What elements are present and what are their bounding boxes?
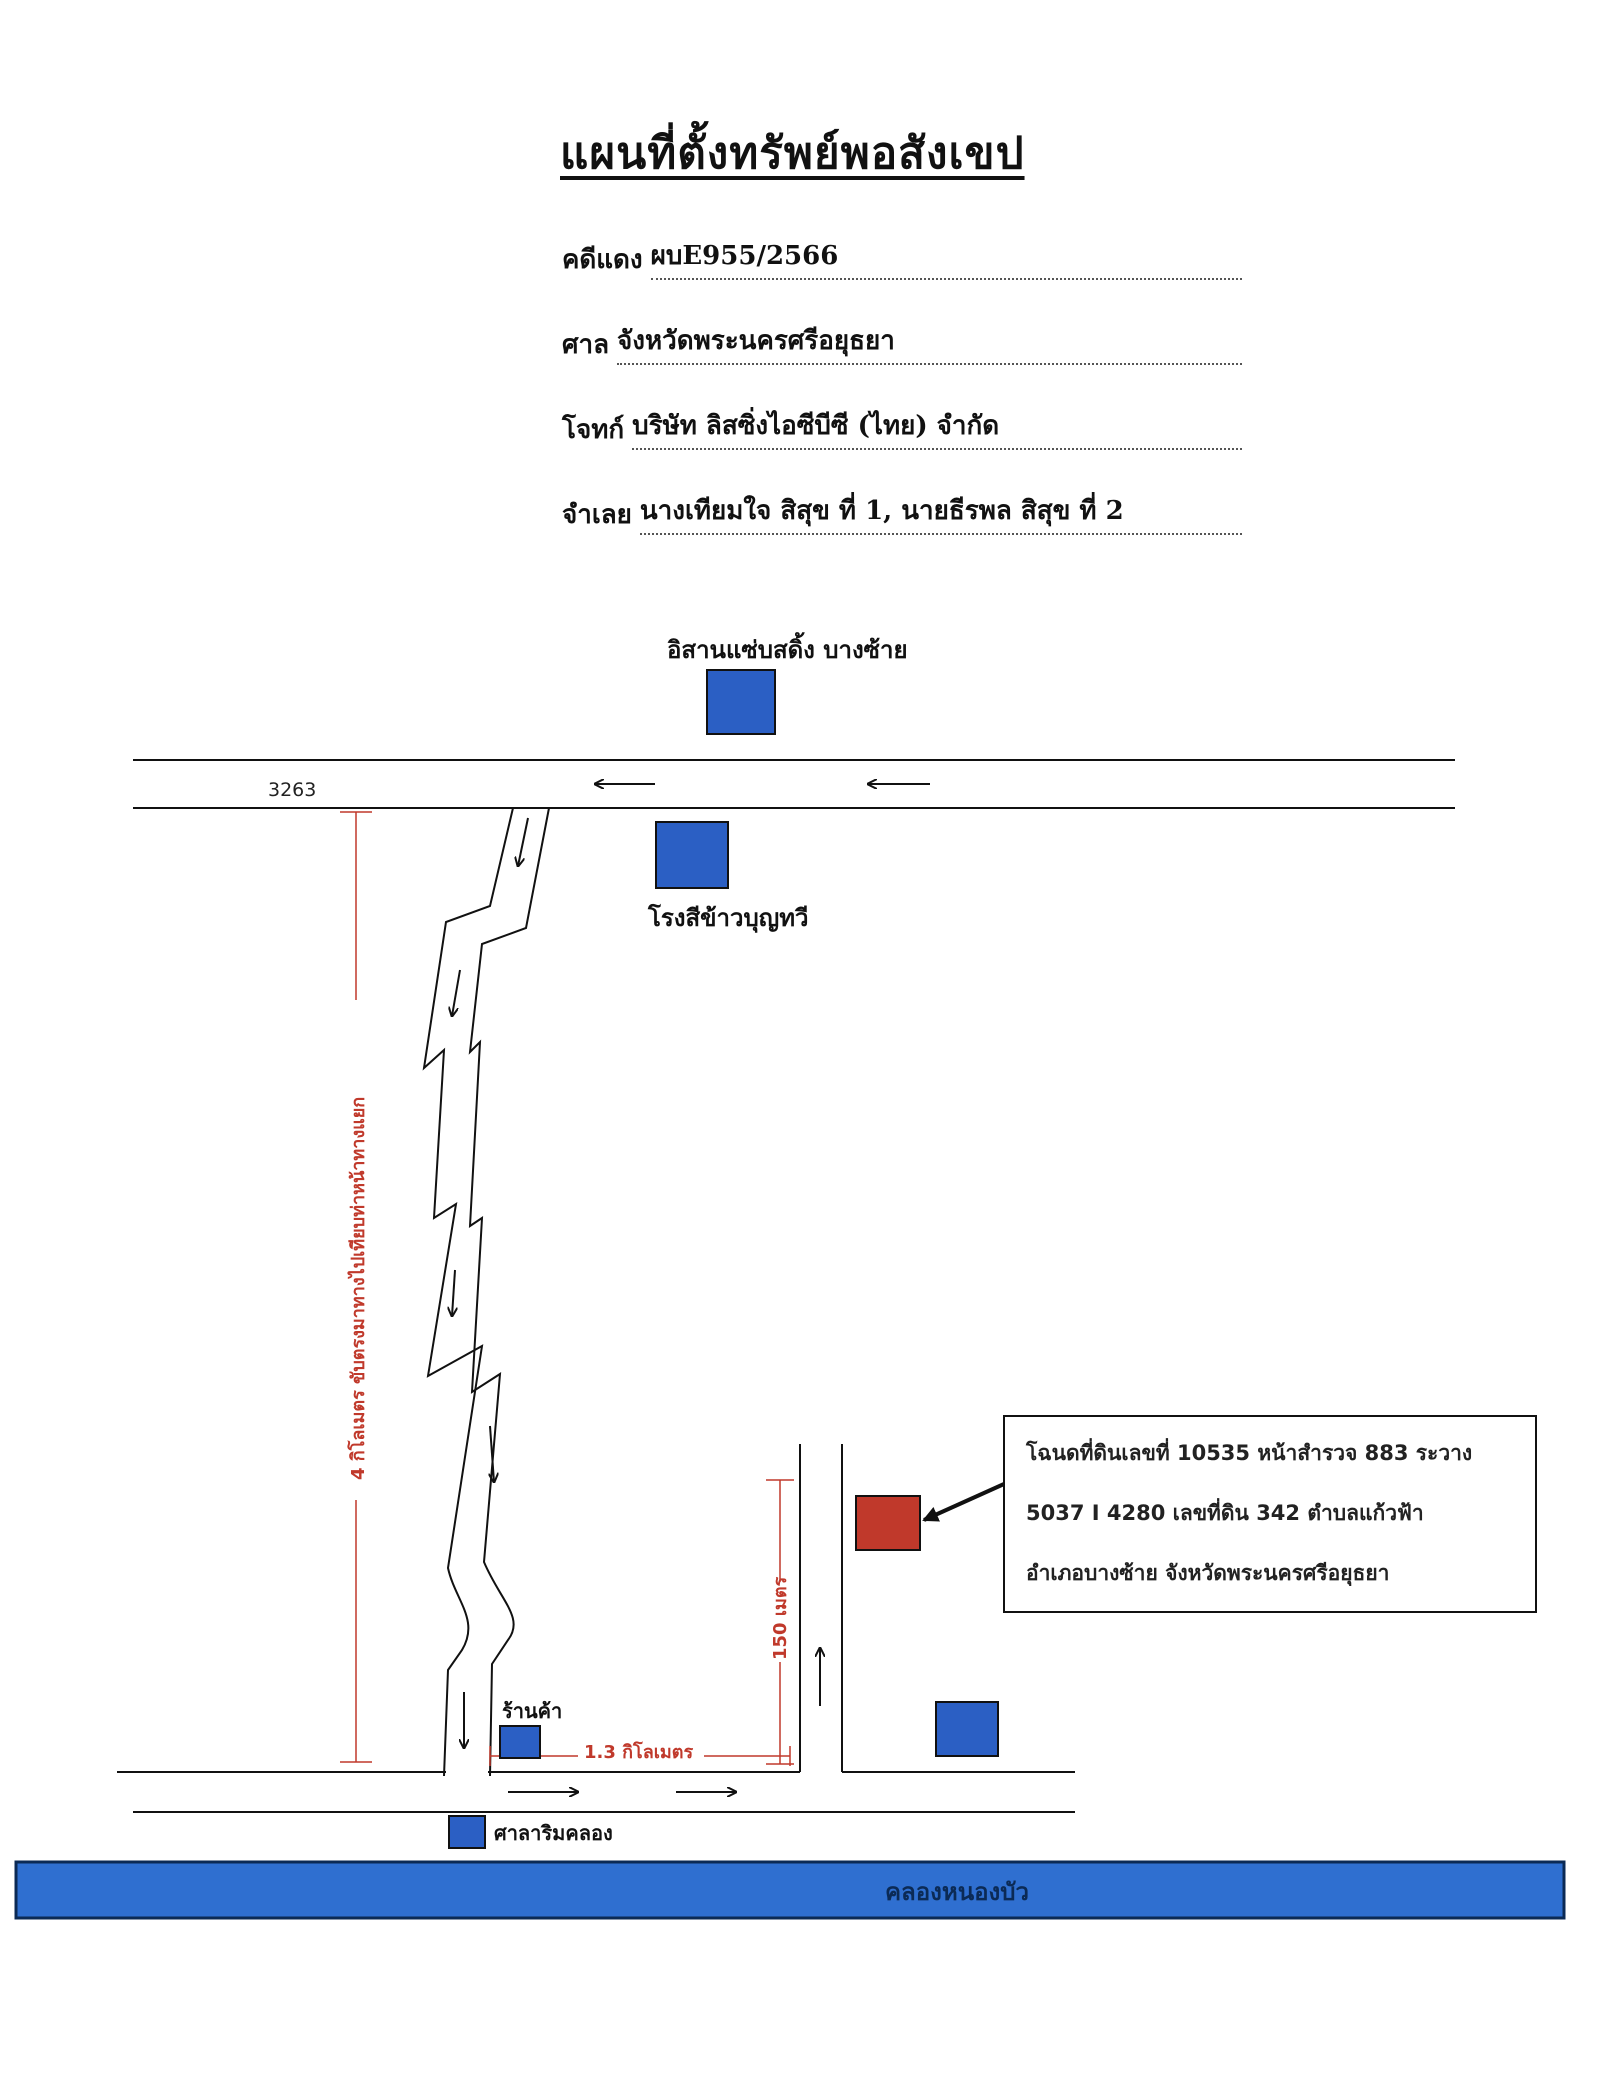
property-info-line-3: อำเภอบางซ้าย จังหวัดพระนครศรีอยุธยา <box>1026 1561 1389 1587</box>
road-direction-arrow <box>490 1425 494 1482</box>
horizontal-distance-label: 1.3 กิโลเมตร <box>584 1741 693 1763</box>
bottom-road <box>117 1771 1075 1813</box>
page-title: แผนที่ตั้งทรัพย์พอสังเขป <box>560 128 1025 179</box>
court-value: จังหวัดพระนครศรีอยุธยา <box>617 320 1242 365</box>
property-marker <box>855 1495 921 1551</box>
plaintiff-value: บริษัท ลิสซิ่งไอซีบีซี (ไทย) จำกัด <box>632 405 1242 450</box>
property-info-line-1: โฉนดที่ดินเลขที่ 10535 หน้าสำรวจ 883 ระว… <box>1025 1437 1472 1465</box>
court-label: ศาล <box>562 330 610 360</box>
sala-label: ศาลาริมคลอง <box>494 1821 613 1845</box>
landmark-isan-restaurant-label: อิสานแซ่บสดิ้ง บางซ้าย <box>667 631 908 664</box>
case-number-label: คดีแดง <box>562 245 643 275</box>
vertical-distance-label: 4 กิโลเมตร ขับตรงมาทางไปเทียบท่าหน้าทางแ… <box>347 1097 369 1480</box>
sala-marker <box>448 1815 486 1849</box>
vertical-distance-dimension: 4 กิโลเมตร ขับตรงมาทางไปเทียบท่าหน้าทางแ… <box>340 811 372 1763</box>
court-field: ศาล จังหวัดพระนครศรีอยุธยา <box>562 325 1242 365</box>
case-number-value: ผบE955/2566 <box>650 235 1242 280</box>
side-road <box>799 1444 843 1772</box>
case-number-field: คดีแดง ผบE955/2566 <box>562 240 1242 280</box>
canal: คลองหนองบัว <box>14 1860 1566 1920</box>
road-number-label: 3263 <box>268 779 316 801</box>
side-distance-label: 150 เมตร <box>770 1576 791 1660</box>
property-info-box: โฉนดที่ดินเลขที่ 10535 หน้าสำรวจ 883 ระว… <box>1003 1415 1537 1613</box>
rice-mill-label: โรงสีข้าวบุญทวี <box>647 903 809 934</box>
property-info-line-2: 5037 I 4280 เลขที่ดิน 342 ตำบลแก้วฟ้า <box>1026 1497 1424 1525</box>
shop-label: ร้านค้า <box>502 1699 562 1723</box>
plaintiff-field: โจทก์ บริษัท ลิสซิ่งไอซีบีซี (ไทย) จำกัด <box>562 410 1242 450</box>
road-direction-arrow <box>452 1269 455 1316</box>
canal-label: คลองหนองบัว <box>885 1878 1029 1906</box>
defendant-value: นางเทียมใจ สิสุข ที่ 1, นายธีรพล สิสุข ท… <box>639 490 1242 535</box>
defendant-field: จำเลย นางเทียมใจ สิสุข ที่ 1, นายธีรพล ส… <box>562 495 1242 535</box>
road-direction-arrow <box>452 969 461 1016</box>
shop-marker <box>499 1725 541 1759</box>
rice-mill-marker <box>655 821 729 889</box>
zigzag-road <box>422 807 550 1777</box>
nearby-building-marker <box>935 1701 999 1757</box>
main-road-3263: 3263 <box>133 759 1455 809</box>
road-direction-arrow <box>518 817 529 866</box>
plaintiff-label: โจทก์ <box>562 415 625 445</box>
landmark-isan-restaurant-marker <box>706 669 776 735</box>
property-pointer-arrow <box>922 1482 1005 1522</box>
side-distance-dimension: 150 เมตร <box>766 1479 794 1765</box>
defendant-label: จำเลย <box>562 500 632 530</box>
